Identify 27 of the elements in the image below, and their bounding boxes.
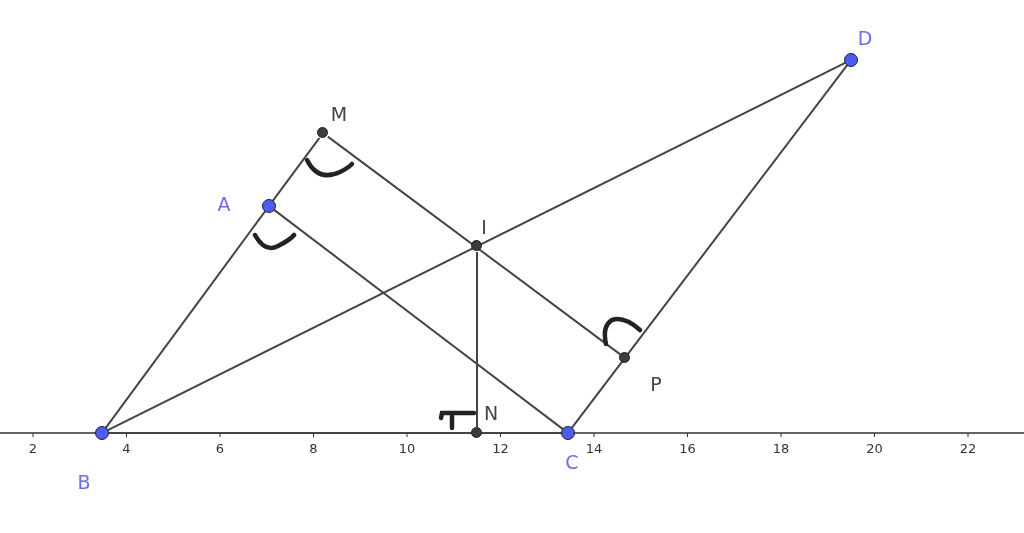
point-label: B	[76, 471, 92, 493]
line-segment	[107, 432, 563, 434]
line-segment	[272, 208, 565, 431]
point-label: N	[482, 402, 500, 424]
point-label: C	[564, 451, 580, 473]
line-segment	[106, 61, 847, 432]
axis-tick-label: 16	[678, 441, 697, 457]
axis-tick-label: 10	[397, 441, 417, 457]
line-segment	[570, 63, 849, 430]
axis-tick-label: 22	[958, 441, 978, 457]
axis-tick-label: 6	[214, 441, 226, 457]
axis-tick-label: 12	[491, 441, 510, 457]
point-label: P	[649, 373, 663, 395]
axis-tick-label: 20	[865, 441, 884, 457]
axis-tick-label: 4	[121, 441, 132, 457]
axis-tick-label: 2	[27, 441, 39, 457]
line-segment	[271, 136, 321, 203]
point-label: D	[856, 27, 874, 49]
axis-tick-label: 8	[308, 441, 319, 457]
point-label: M	[330, 103, 348, 125]
axis-tick-label: 14	[584, 441, 604, 457]
line-segment	[326, 135, 622, 356]
point-label: I	[480, 216, 488, 238]
line-segment	[476, 251, 478, 428]
line-segment	[104, 209, 267, 430]
axis-tick-label: 18	[771, 441, 791, 457]
point-label: A	[216, 193, 232, 215]
